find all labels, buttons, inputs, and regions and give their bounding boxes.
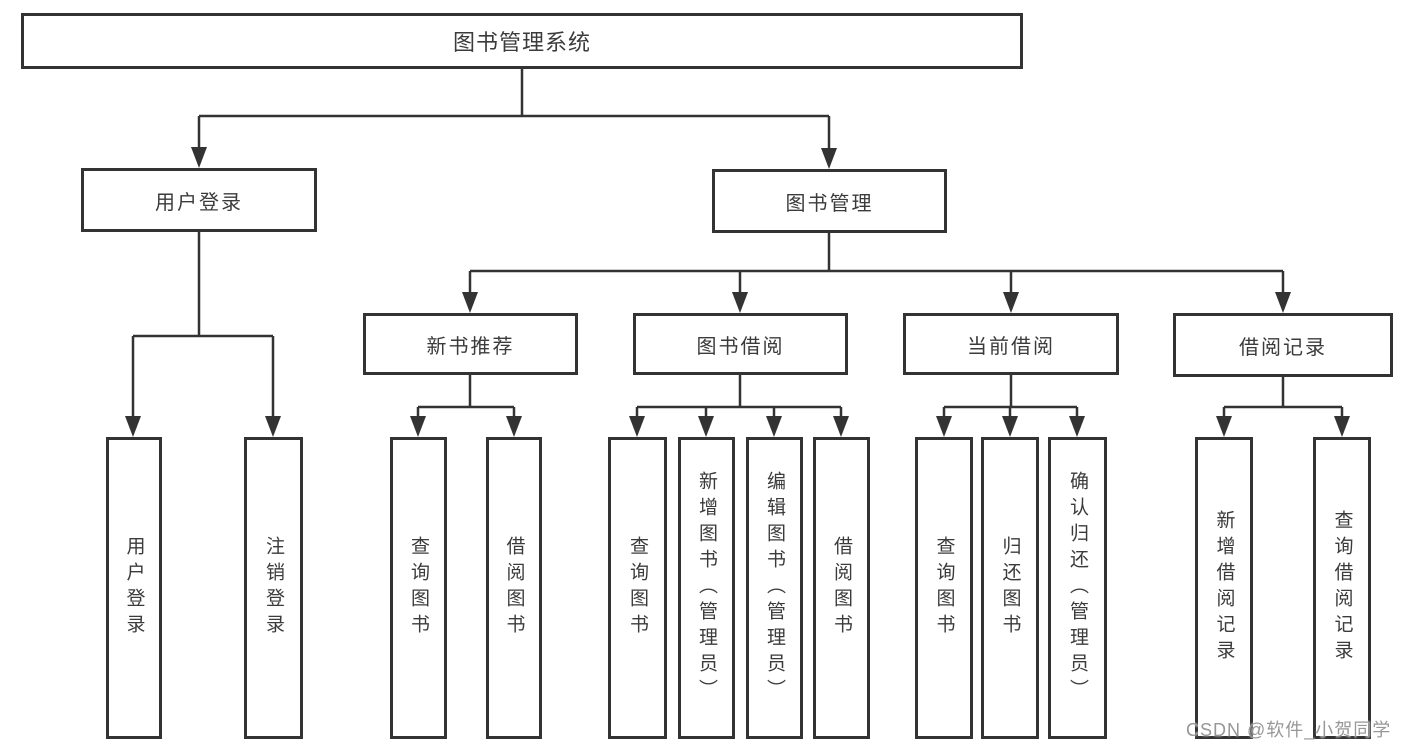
leaf-query-books-current: 查询图书 <box>915 437 973 739</box>
node-new-book-recommend: 新书推荐 <box>363 313 578 375</box>
csdn-watermark: CSDN @软件_小贺同学 <box>1186 720 1392 740</box>
leaf-user-login: 用户登录 <box>106 437 162 739</box>
leaf-confirm-return-admin: 确认归还（管理员） <box>1048 437 1107 739</box>
leaf-add-borrow-record: 新增借阅记录 <box>1195 437 1253 739</box>
edges-current-borrowing <box>936 375 1085 437</box>
leaf-edit-books-admin: 编辑图书（管理员） <box>746 437 803 739</box>
node-borrowing-records: 借阅记录 <box>1173 313 1393 377</box>
leaf-logout-login: 注销登录 <box>244 437 303 739</box>
node-current-borrowing: 当前借阅 <box>903 313 1119 375</box>
leaf-return-books: 归还图书 <box>981 437 1039 739</box>
leaf-borrow-books-recommend: 借阅图书 <box>486 437 542 739</box>
leaf-query-borrow-record: 查询借阅记录 <box>1313 437 1371 739</box>
leaf-query-books-borrowing: 查询图书 <box>608 437 667 739</box>
edges-book-management <box>462 233 1291 313</box>
edges-root <box>191 69 837 169</box>
node-root-system: 图书管理系统 <box>21 13 1023 69</box>
leaf-add-books-admin: 新增图书（管理员） <box>678 437 735 739</box>
leaf-query-books-recommend: 查询图书 <box>390 437 447 739</box>
node-book-borrowing: 图书借阅 <box>633 313 848 375</box>
node-user-login: 用户登录 <box>81 168 317 232</box>
edges-new-book-recommend <box>410 375 522 437</box>
edges-borrowing-records <box>1216 377 1350 437</box>
edges-user-login <box>125 232 281 437</box>
node-book-management: 图书管理 <box>712 169 947 233</box>
edges-book-borrowing <box>629 375 849 437</box>
leaf-borrow-books: 借阅图书 <box>813 437 870 739</box>
